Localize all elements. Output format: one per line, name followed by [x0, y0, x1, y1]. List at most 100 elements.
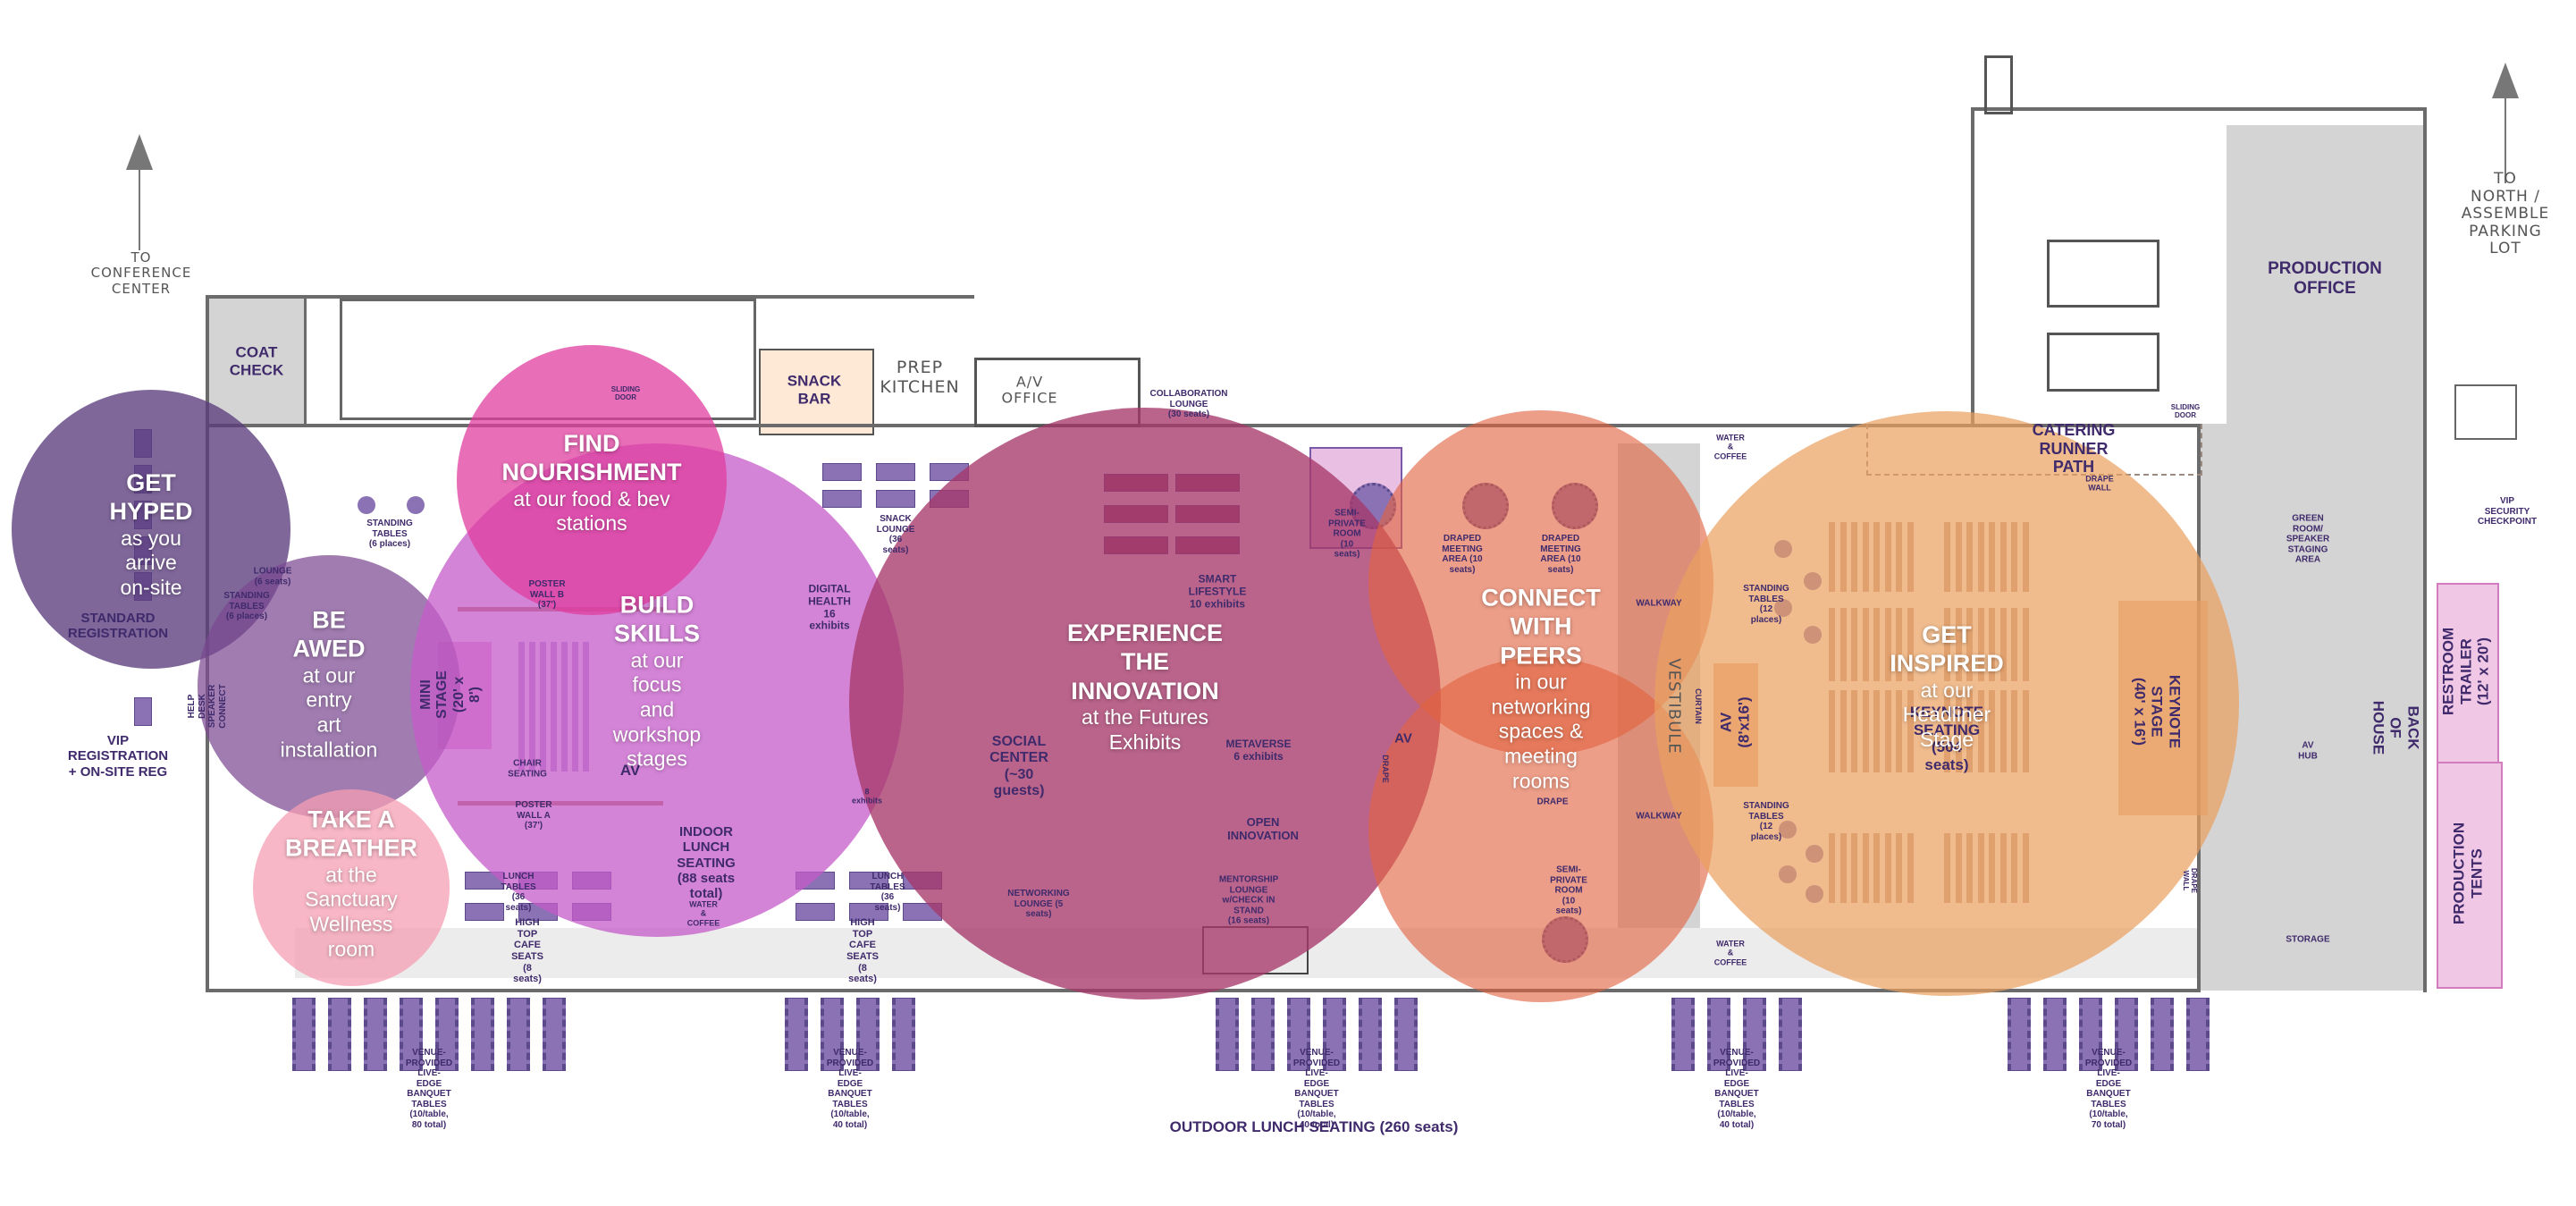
- label-sliding-door-a: SLIDING DOOR: [610, 384, 641, 401]
- wall: [1971, 107, 1974, 424]
- table-icon: [849, 903, 888, 921]
- label-standing-12-a: STANDING TABLES (12 places): [1743, 584, 1789, 625]
- wall: [206, 295, 974, 299]
- label-eight-exhibits: 8 exhibits: [852, 787, 883, 805]
- label-sliding-door-b: SLIDING DOOR: [2170, 402, 2201, 419]
- label-snack-lounge: SNACK LOUNGE (36 seats): [876, 514, 915, 555]
- label-chair-seating: CHAIR SEATING: [508, 758, 547, 780]
- direction-north-parking: TO NORTH / ASSEMBLE PARKING LOT: [2461, 170, 2550, 258]
- label-digital-health: DIGITAL HEALTH 16 exhibits: [808, 582, 851, 632]
- zone-title: FIND NOURISHMENT: [501, 430, 682, 486]
- banquet-table-icon: [1671, 998, 1695, 1071]
- table-icon: [796, 903, 835, 921]
- banquet-table-icon: [328, 998, 351, 1071]
- label-semi-private-bottom: SEMI-PRIVATE ROOM (10 seats): [1550, 864, 1587, 916]
- zone-title: TAKE A BREATHER: [285, 805, 417, 862]
- label-av-peers: AV: [1394, 730, 1412, 746]
- zone-subtitle: at our focus and workshop stages: [612, 648, 702, 771]
- outdoor-group-label: VENUE-PROVIDED LIVE-EDGE BANQUET TABLES …: [1292, 1048, 1341, 1130]
- label-restroom-trailer: RESTROOM TRAILER (12' x 20'): [2439, 627, 2492, 716]
- wall: [1984, 55, 2013, 114]
- zone-subtitle: in our networking spaces & meeting rooms: [1491, 670, 1591, 792]
- table-icon: [849, 872, 888, 890]
- label-social-center: SOCIAL CENTER (~30 guests): [989, 734, 1048, 799]
- label-av-skills: AV: [619, 762, 641, 780]
- banquet-table-icon: [892, 998, 915, 1071]
- banquet-table-icon: [856, 998, 880, 1071]
- banquet-table-icon: [2008, 998, 2031, 1071]
- office-room: [2047, 240, 2159, 308]
- zone-circle-nourish[interactable]: [457, 345, 727, 615]
- label-semi-private-top: SEMI-PRIVATE ROOM (10 seats): [1328, 508, 1366, 560]
- standing-table-icon: [407, 496, 425, 514]
- zone-subtitle: at the Futures Exhibits: [1082, 704, 1208, 754]
- label-mini-stage: MINI STAGE (20' x 8'): [418, 670, 484, 719]
- banquet-table-icon: [1394, 998, 1418, 1071]
- banquet-table-icon: [1359, 998, 1382, 1071]
- label-high-top-a: HIGH TOP CAFE SEATS (8 seats): [511, 917, 543, 985]
- banquet-table-icon: [1216, 998, 1239, 1071]
- banquet-table-icon: [2151, 998, 2174, 1071]
- label-indoor-lunch: INDOOR LUNCH SEATING (88 seats total): [677, 823, 736, 901]
- restroom-sign: [2454, 384, 2517, 440]
- zone-subtitle: at our Headliner Stage: [1902, 679, 1991, 752]
- label-poster-wall-a: POSTER WALL A (37'): [515, 799, 552, 831]
- zone-circle-innovation[interactable]: [849, 408, 1441, 999]
- zone-circle-breather[interactable]: [253, 789, 450, 986]
- production-office-area: [2227, 125, 2423, 424]
- label-green-room: GREEN ROOM/ SPEAKER STAGING AREA: [2286, 513, 2330, 565]
- outdoor-group-label: VENUE-PROVIDED LIVE-EDGE BANQUET TABLES …: [1713, 1048, 1761, 1130]
- label-av-hub: AV HUB: [2298, 740, 2318, 762]
- banquet-table-icon: [543, 998, 566, 1071]
- table-icon: [465, 903, 504, 921]
- label-water-coffee-b: WATER & COFFEE: [1713, 433, 1747, 461]
- label-keynote-stage: KEYNOTE STAGE (40' x 16'): [2131, 674, 2184, 749]
- production-tents-box: [2437, 762, 2503, 989]
- label-drape-v: DRAPE: [1381, 755, 1391, 783]
- table-icon: [876, 490, 915, 508]
- label-lunch-tables-b: LUNCH TABLES (36 seats): [870, 872, 905, 913]
- label-walkway-bottom: WALKWAY: [1636, 811, 1682, 822]
- arrow-line: [139, 170, 140, 250]
- label-open-innovation: OPEN INNOVATION: [1227, 815, 1299, 842]
- zone-subtitle: at our food & bev stations: [513, 486, 670, 536]
- label-keynote-seating: KEYNOTE SEATING (504 seats): [1909, 703, 1984, 773]
- label-coat-check: COAT CHECK: [229, 343, 284, 378]
- label-drape-wall-v: DRAPE WALL: [2182, 867, 2199, 894]
- banquet-table-icon: [2115, 998, 2138, 1071]
- arrow-up-icon: [2492, 63, 2519, 98]
- label-networking-lounge: NETWORKING LOUNGE (5 seats): [1007, 888, 1070, 919]
- banquet-table-icon: [1707, 998, 1730, 1071]
- label-lounge: LOUNGE (6 seats): [253, 566, 292, 587]
- zone-subtitle: as you arrive on-site: [120, 527, 182, 600]
- snack-bar-area: [759, 349, 874, 435]
- banquet-table-icon: [507, 998, 530, 1071]
- label-poster-wall-b: POSTER WALL B (37'): [528, 578, 566, 610]
- zone-subtitle: at our entry art installation: [280, 663, 378, 761]
- zone-title: EXPERIENCE THE INNOVATION: [1066, 619, 1224, 704]
- label-help-desk: HELP DESK SPEAKER CONNECT: [187, 684, 228, 729]
- label-water-coffee-c: WATER & COFFEE: [1713, 939, 1747, 967]
- label-draped-a: DRAPED MEETING AREA (10 seats): [1442, 534, 1483, 575]
- label-snack-bar: SNACK BAR: [787, 372, 842, 407]
- label-vip-security: VIP SECURITY CHECKPOINT: [2477, 495, 2538, 527]
- label-back-of-house: BACK OF HOUSE: [2370, 700, 2422, 755]
- zone-circle-inspired[interactable]: [1654, 411, 2239, 996]
- table-icon: [822, 490, 862, 508]
- label-walkway-top: WALKWAY: [1636, 598, 1682, 609]
- zone-title: BE AWED: [292, 606, 366, 662]
- label-drape-wall: DRAPE WALL: [2085, 474, 2114, 493]
- wall: [2423, 107, 2427, 992]
- label-standing-tables-a: STANDING TABLES (6 places): [366, 518, 413, 549]
- outdoor-lunch-title: OUTDOOR LUNCH SEATING (260 seats): [1169, 1118, 1459, 1136]
- zone-label-connect-with-peers[interactable]: CONNECT WITH PEERS in our networking spa…: [1481, 583, 1601, 793]
- banquet-table-icon: [785, 998, 808, 1071]
- banquet-table-icon: [1251, 998, 1275, 1071]
